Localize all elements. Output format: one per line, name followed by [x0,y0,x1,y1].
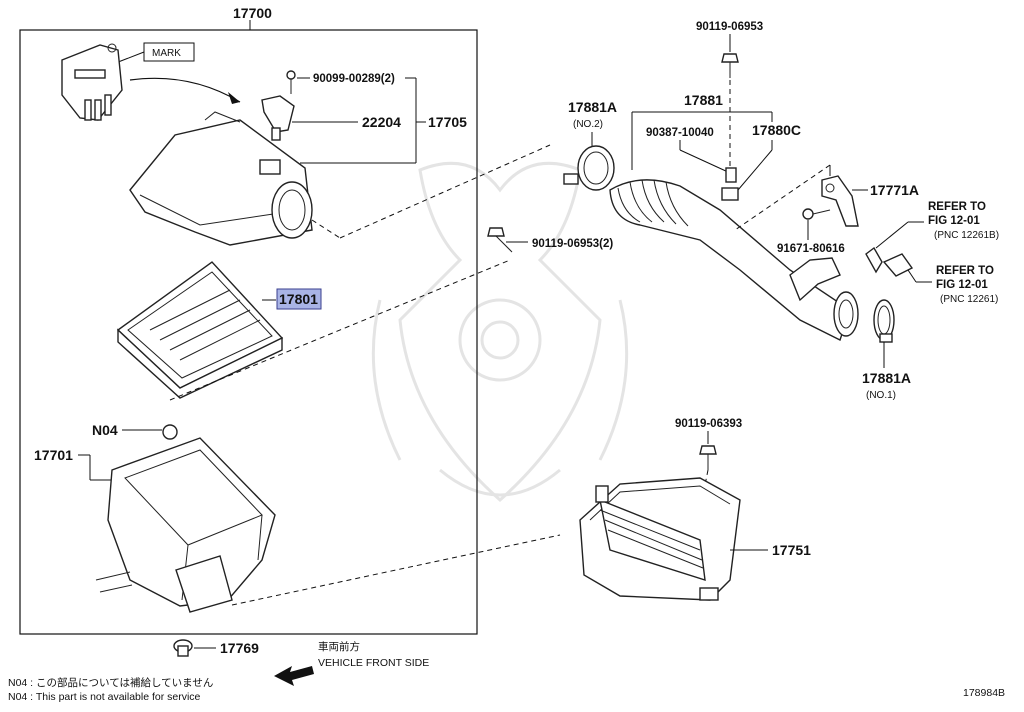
direction-en: VEHICLE FRONT SIDE [318,657,429,669]
label-17801[interactable]: 17801 [279,291,318,307]
highlight-17801 [276,288,322,310]
label-90119-06393: 90119-06393 [675,418,742,430]
bracket-17771a[interactable] [821,175,859,227]
label-22204: 22204 [362,114,401,130]
label-17705: 17705 [428,114,467,130]
bolt-90099[interactable] [286,70,296,94]
grommet-n04[interactable] [162,424,178,440]
label-no2: (NO.2) [573,119,603,130]
hose-clamp-no2[interactable] [563,145,615,191]
label-17881a-bottom: 17881A [862,370,911,386]
damper-part[interactable] [721,167,739,201]
figure-id: 178984B [963,687,1005,699]
ref2-line2: FIG 12-01 [936,279,988,291]
label-90119-06953-2: 90119-06953(2) [532,238,613,250]
label-17771a: 17771A [870,182,919,198]
ref1-line2: FIG 12-01 [928,215,980,227]
label-90387-10040: 90387-10040 [646,127,714,139]
intake-hose[interactable] [609,179,859,341]
hose-connector-a[interactable] [865,246,883,274]
hose-connector-b[interactable] [882,253,914,277]
label-17769: 17769 [220,640,259,656]
bolt-top[interactable] [721,53,739,78]
install-arrow [129,77,241,103]
label-90099-00289: 90099-00289(2) [313,73,395,85]
label-mark: MARK [152,48,181,59]
watermark-logo-icon [371,161,629,503]
hose-clamp-no1[interactable] [873,299,895,343]
assembly-frame [19,29,478,635]
grommet-17769[interactable] [173,639,193,657]
label-90119-06953-top: 90119-06953 [696,21,763,33]
ref1-line3: (PNC 12261B) [934,230,999,241]
note-en: N04 : This part is not available for ser… [8,691,201,703]
screw-91671[interactable] [802,208,831,220]
sensor-22204[interactable] [261,95,295,141]
bolt-mid[interactable] [487,227,513,253]
note-jp: N04 : この部品については補給していません [8,676,213,689]
air-duct-17751[interactable] [579,477,741,601]
label-17700: 17700 [233,5,272,21]
ref2-line3: (PNC 12261) [940,294,998,305]
label-17880c: 17880C [752,122,801,138]
direction-jp: 車両前方 [318,640,360,653]
ref2-line1: REFER TO [936,265,994,277]
label-no1: (NO.1) [866,390,896,401]
ref1-line1: REFER TO [928,201,986,213]
air-cleaner-cap[interactable] [129,111,313,246]
label-91671-80616: 91671-80616 [777,243,845,255]
arrow-left-icon [274,666,314,686]
label-17701: 17701 [34,447,73,463]
air-filter-element[interactable] [116,261,284,399]
label-17881: 17881 [684,92,723,108]
air-cleaner-case[interactable] [95,437,276,613]
label-n04: N04 [92,422,118,438]
label-17881a-top: 17881A [568,99,617,115]
label-17751: 17751 [772,542,811,558]
bolt-lower[interactable] [699,445,717,470]
air-flow-meter[interactable] [61,43,123,121]
